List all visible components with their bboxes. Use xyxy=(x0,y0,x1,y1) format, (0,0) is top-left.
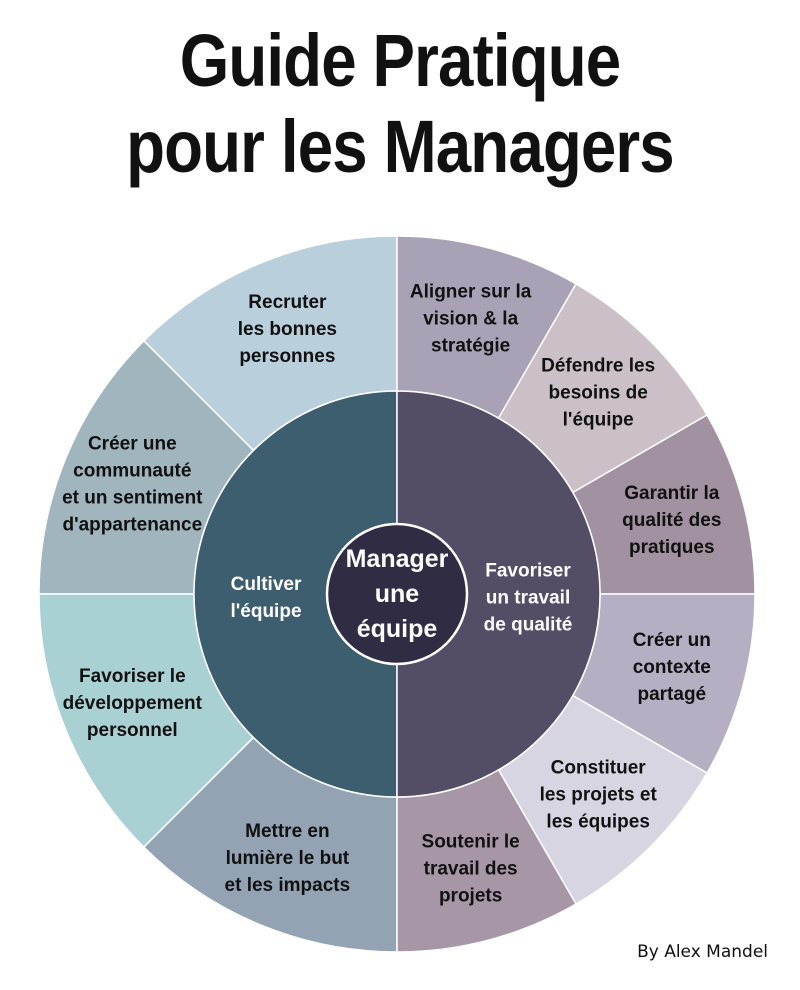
page-title: Guide Pratique pour les Managers xyxy=(56,18,744,190)
author-credit: By Alex Mandel xyxy=(637,942,768,962)
title-line-1: Guide Pratique xyxy=(179,19,621,102)
center-circle xyxy=(325,522,469,666)
title-line-2: pour les Managers xyxy=(126,105,675,188)
